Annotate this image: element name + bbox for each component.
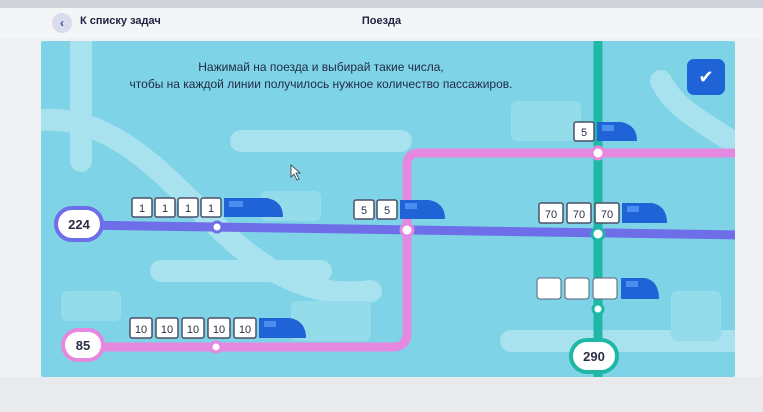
train-car[interactable] [155, 317, 179, 339]
train-car[interactable] [564, 277, 590, 300]
train-car-value: 10 [239, 324, 251, 336]
train-car-value: 5 [361, 205, 367, 217]
train-car[interactable] [538, 202, 564, 224]
train-car[interactable] [154, 197, 176, 218]
page-bottom [0, 377, 763, 412]
check-answer-button[interactable]: ✔ [687, 59, 725, 95]
train-blue-right[interactable]: 70 70 70 [538, 202, 667, 224]
back-arrow-icon[interactable]: ‹ [52, 13, 72, 33]
train-car[interactable] [177, 197, 199, 218]
mouse-cursor-icon [290, 164, 302, 181]
locomotive-icon[interactable] [224, 198, 283, 217]
task-instruction: Нажимай на поезда и выбирай такие числа,… [91, 59, 551, 93]
target-pink: 85 [61, 328, 105, 362]
locomotive-icon[interactable] [400, 200, 445, 219]
train-car[interactable] [573, 121, 595, 142]
train-car[interactable] [592, 277, 618, 300]
game-board: 224 85 290 1 1 1 1 [41, 41, 735, 377]
train-pink-bottom[interactable]: 10 10 10 10 10 [129, 317, 306, 339]
train-teal-top[interactable]: 5 [573, 121, 637, 142]
page-title: Поезда [361, 15, 402, 27]
train-car[interactable] [566, 202, 592, 224]
train-car[interactable] [233, 317, 257, 339]
back-to-task-list-link[interactable]: К списку задач [80, 15, 161, 27]
task-header [0, 8, 763, 38]
train-car-value: 5 [384, 205, 390, 217]
target-pink-value: 85 [76, 338, 90, 353]
train-car[interactable] [376, 199, 398, 220]
train-car[interactable] [353, 199, 375, 220]
target-teal-value: 290 [583, 349, 605, 364]
train-car-value: 10 [161, 324, 173, 336]
train-car-value: 10 [213, 324, 225, 336]
train-car[interactable] [200, 197, 222, 218]
train-car[interactable] [536, 277, 562, 300]
train-car[interactable] [129, 317, 153, 339]
metro-map: 224 85 290 1 1 1 1 [41, 41, 735, 377]
pink-line [81, 148, 735, 352]
train-car-value: 70 [601, 209, 613, 221]
train-car-value: 10 [187, 324, 199, 336]
target-teal: 290 [569, 338, 619, 374]
train-car-value: 1 [185, 203, 191, 215]
train-teal-middle[interactable] [536, 277, 659, 300]
instruction-line-2: чтобы на каждой линии получилось нужное … [129, 77, 513, 91]
train-car-value: 70 [545, 209, 557, 221]
train-blue-middle[interactable]: 5 5 [353, 199, 445, 220]
train-car-value: 1 [162, 203, 168, 215]
browser-bookmarks-strip [0, 0, 763, 8]
train-car-value: 1 [208, 203, 214, 215]
train-car[interactable] [594, 202, 620, 224]
background-streets [41, 41, 735, 352]
instruction-line-1: Нажимай на поезда и выбирай такие числа, [198, 60, 444, 74]
target-blue: 224 [54, 206, 104, 242]
stations [209, 145, 606, 354]
train-blue-left[interactable]: 1 1 1 1 [131, 197, 283, 218]
train-car-value: 10 [135, 324, 147, 336]
locomotive-icon[interactable] [597, 122, 637, 141]
train-car[interactable] [131, 197, 153, 218]
train-car-value: 70 [573, 209, 585, 221]
train-car-value: 5 [581, 127, 587, 139]
train-car-value: 1 [139, 203, 145, 215]
train-car[interactable] [207, 317, 231, 339]
train-car[interactable] [181, 317, 205, 339]
target-blue-value: 224 [68, 217, 90, 232]
